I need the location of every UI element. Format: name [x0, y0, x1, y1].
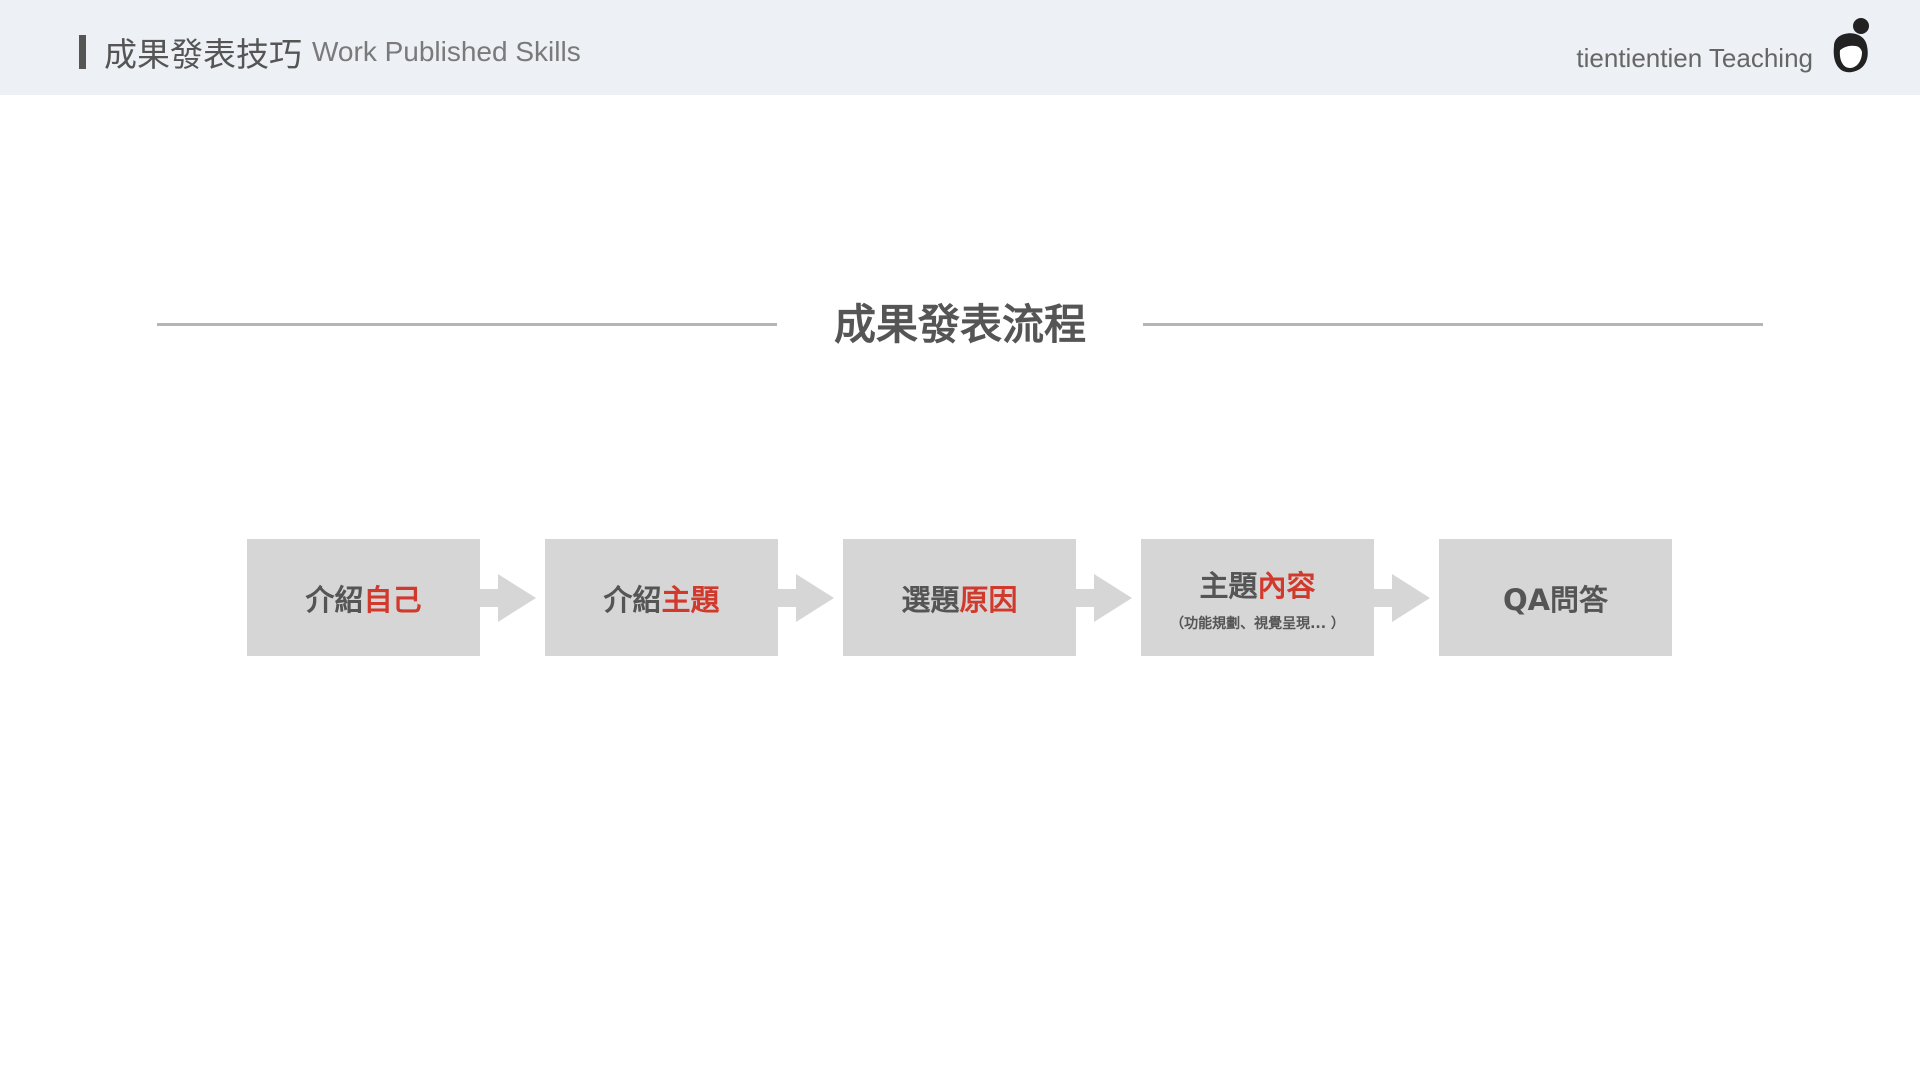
section-title: 成果發表流程	[833, 300, 1086, 349]
girl-logo-icon	[1833, 18, 1869, 73]
header-title: 成果發表技巧 Work Published Skills	[104, 28, 581, 76]
flow-step-3: 選題原因	[843, 539, 1076, 656]
flow-step-label: 介紹自己	[305, 577, 421, 619]
header-title-en: Work Published Skills	[312, 36, 581, 67]
section-heading: 成果發表流程	[157, 296, 1763, 356]
flow-step-5: QA問答	[1439, 539, 1672, 656]
flow-step-2: 介紹主題	[545, 539, 778, 656]
flow-step-label-plain: 介紹	[603, 582, 662, 617]
flow-step-label: QA問答	[1503, 577, 1608, 619]
flow-arrow-icon	[480, 574, 536, 622]
flow-step-label-plain: QA問答	[1502, 582, 1609, 617]
flow-arrow-icon	[1076, 574, 1132, 622]
flow-step-label: 主題內容	[1199, 563, 1315, 605]
flow-step-label-plain: 介紹	[305, 582, 364, 617]
header-accent-bar	[79, 35, 86, 69]
flow-arrow-icon	[1374, 574, 1430, 622]
heading-rule-right	[1143, 323, 1763, 326]
flow-step-1: 介紹自己	[247, 539, 480, 656]
flow-step-label-highlight: 原因	[959, 582, 1018, 617]
header-title-zh: 成果發表技巧	[104, 35, 302, 74]
brand-name: tientientien Teaching	[1576, 43, 1813, 73]
flow-step-label-highlight: 主題	[661, 582, 720, 617]
heading-rule-left	[157, 323, 777, 326]
header-bar: 成果發表技巧 Work Published Skills tientientien…	[0, 0, 1920, 95]
flow-step-label-highlight: 內容	[1257, 568, 1316, 603]
flow-arrow-icon	[778, 574, 834, 622]
flow-step-note: （功能規劃、視覺呈現... ）	[1170, 615, 1345, 632]
flow-step-4: 主題內容 （功能規劃、視覺呈現... ）	[1141, 539, 1374, 656]
flow-step-label-highlight: 自己	[363, 582, 422, 617]
flow-step-label: 介紹主題	[603, 577, 719, 619]
flow-step-label: 選題原因	[901, 577, 1017, 619]
flow-step-label-plain: 主題	[1199, 568, 1258, 603]
process-flow: 介紹自己介紹主題選題原因主題內容（功能規劃、視覺呈現... ）QA問答	[0, 539, 1920, 657]
flow-step-label-plain: 選題	[901, 582, 960, 617]
